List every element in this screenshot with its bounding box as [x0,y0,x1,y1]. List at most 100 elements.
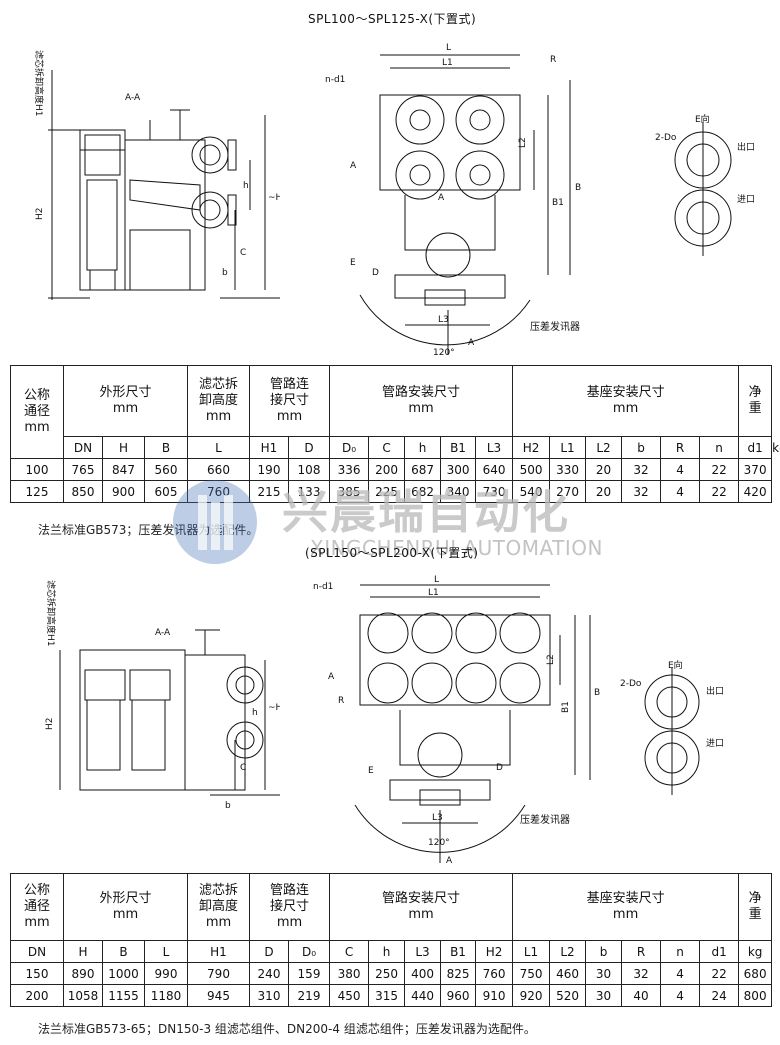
hdr-filter: 滤芯拆 卸高度 mm [187,365,250,437]
h-label: ~H [268,193,280,203]
section-aa-label: A-A [125,93,141,103]
column-header: kg [738,940,773,963]
table-cell: 890 [63,962,103,985]
table-cell: 680 [738,962,773,985]
b-big-label-2: B [594,688,600,698]
h-label-2: ~H [268,703,280,713]
table-cell: 1058 [63,984,103,1007]
a-mid-label: A [438,193,445,203]
table-cell: 1000 [102,962,145,985]
column-header: H [102,436,145,459]
e-label-2: E [368,766,374,776]
l1-label-2: L1 [428,588,439,598]
table-cell: 133 [287,480,331,503]
column-header: D₀ [287,940,331,963]
a-bottom-label-2: A [446,856,453,865]
section1-title: SPL100～SPL125-X(下置式) [308,12,477,26]
column-header: L1 [549,436,587,459]
column-header: B1 [440,940,477,963]
hdr-nominal-2: 公称 通径 mm [10,873,64,941]
column-header: H1 [187,940,250,963]
outlet-label-2: 出口 [706,685,724,697]
column-header: d1 [699,940,740,963]
table-cell: 540 [512,480,551,503]
table-cell: 920 [512,984,551,1007]
table-cell: 440 [404,984,442,1007]
table-cell: 22 [699,480,740,503]
table-cell: 560 [144,458,188,481]
e-view-drawing-1: E向 2-Do 出口 进口 [655,110,765,260]
column-header: H2 [512,436,551,459]
column-header: DN [63,436,103,459]
table-cell: 520 [549,984,587,1007]
b1-label-2: B1 [561,701,571,713]
table-cell: 310 [249,984,289,1007]
h-small-label-2: h [252,708,258,718]
column-header: L3 [475,436,514,459]
column-header: d1 [738,436,773,459]
column-header: C [329,940,370,963]
inlet-label-2: 进口 [706,738,724,749]
a-left-label: A [350,161,357,171]
table-cell: 400 [404,962,442,985]
two-do-label-2: 2-Do [620,679,642,689]
table-cell: 825 [440,962,477,985]
table-cell: 22 [699,962,740,985]
c-label-2: C [240,763,246,773]
table-cell: 150 [10,962,64,985]
column-header: D [287,436,331,459]
table-cell: 30 [585,984,623,1007]
c-label: C [240,248,246,258]
table-cell: 850 [63,480,103,503]
table-cell: 4 [660,458,701,481]
table-row: DNHBLH1DD₀ChB1L3H2L1L2bRnd1kg [11,436,780,459]
table-cell: 640 [475,458,514,481]
hdr-weight: 净 重 [738,365,773,437]
hdr-pipe-conn: 管路连 接尺寸 mm [248,365,331,437]
n-d1-label-2: n-d1 [313,582,333,592]
watermark-logo-icon [173,480,257,564]
b-label-2: b [225,801,231,811]
column-header: L2 [549,940,587,963]
table-cell: 847 [102,458,145,481]
side-view-drawing-1: A-A 滤芯拆卸高度H1 H2 C h ~H b [30,50,280,310]
h2-label-2: H2 [45,718,55,731]
table-cell: 22 [699,458,740,481]
l2-label: L2 [518,137,528,148]
l3-label-2: L3 [432,813,443,823]
column-header: H1 [249,436,289,459]
e-view-label-2: E向 [668,660,683,671]
table-cell: 270 [549,480,587,503]
hdr-nominal: 公称 通径 mm [10,365,64,459]
table-cell: 960 [440,984,477,1007]
angle-label: 120° [433,348,455,358]
filter-height-label-2: 滤芯拆卸高度H1 [45,580,57,647]
table-cell: 300 [440,458,477,481]
column-header: DN [10,940,64,963]
hdr-filter-2: 滤芯拆 卸高度 mm [187,873,250,941]
side-view-drawing-2: A-A 滤芯拆卸高度H1 H2 C h ~H b [40,580,280,820]
table-cell: 687 [404,458,442,481]
table-cell: 420 [738,480,773,503]
table-cell: 215 [249,480,289,503]
column-header: B [144,436,188,459]
angle-label-2: 120° [428,838,450,848]
table-cell: 910 [475,984,514,1007]
column-header: D [249,940,289,963]
table-cell: 200 [10,984,64,1007]
table-cell: 765 [63,458,103,481]
table-cell: 40 [621,984,662,1007]
table-cell: 336 [329,458,370,481]
watermark-en: XINGCHENRUI AUTOMATION [310,536,603,560]
table-cell: 790 [187,962,250,985]
column-header: C [368,436,406,459]
table-cell: 900 [102,480,145,503]
